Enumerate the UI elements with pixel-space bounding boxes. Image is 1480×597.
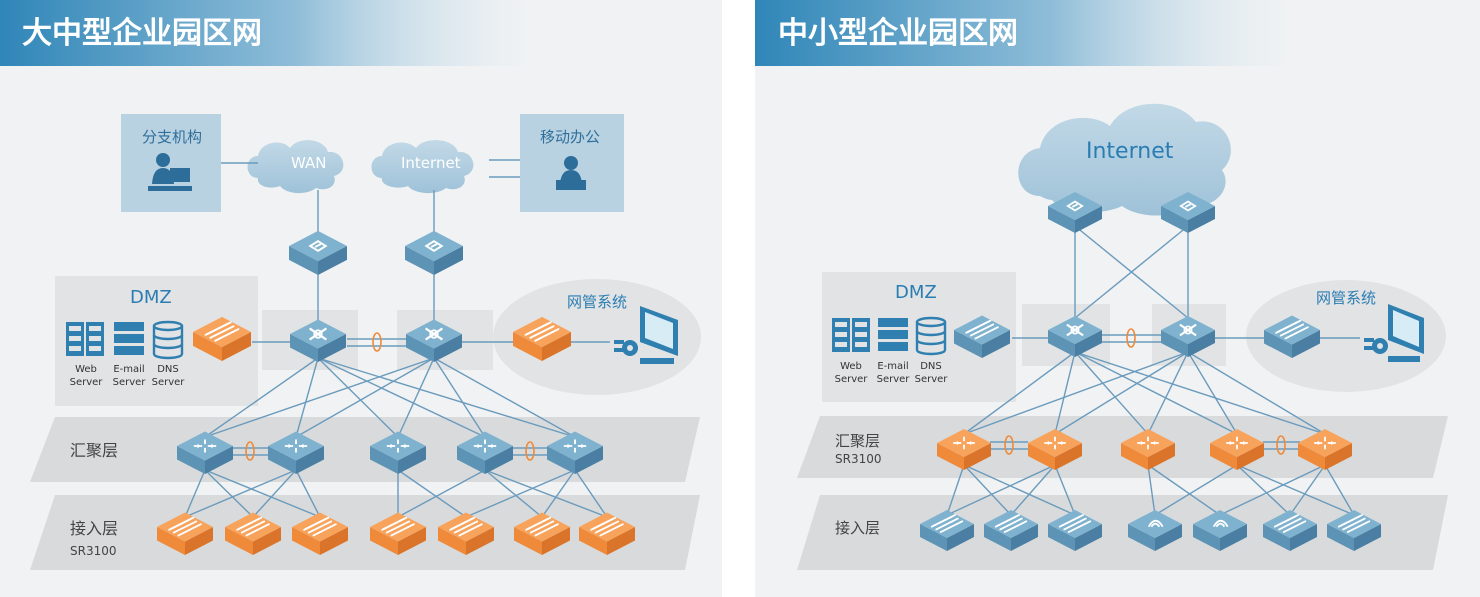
access-switch-right-4 (1263, 509, 1317, 551)
access-ap-right-1 (1128, 509, 1182, 551)
core-switch-right-1 (1048, 315, 1102, 357)
web-server-icon (832, 318, 870, 352)
access-switch-right-3 (1048, 509, 1102, 551)
agg-switch-left-5 (547, 431, 603, 474)
core-switch-right-2 (1161, 315, 1215, 357)
access-switch-left-5 (438, 512, 494, 555)
left-access-model: SR3100 (70, 544, 117, 558)
wan-cloud: WAN (247, 140, 344, 194)
lag-ring (1004, 435, 1014, 455)
agg-switch-right-3 (1121, 428, 1175, 470)
access-switch-left-3 (292, 512, 348, 555)
web-server-label-2: Server (70, 377, 104, 388)
left-dmz-label: DMZ (130, 287, 172, 308)
right-dmz-label: DMZ (895, 282, 937, 303)
access-switch-left-6 (514, 512, 570, 555)
internet-router-right-1 (1048, 191, 1102, 233)
email-server-label-2: Server (877, 374, 911, 385)
dns-server-label-1: DNS (157, 364, 179, 375)
right-agg-label: 汇聚层 (835, 432, 880, 450)
left-access-label: 接入层 (70, 519, 118, 538)
wan-label: WAN (291, 154, 327, 172)
left-diagram: 汇聚层 接入层 SR3100 DMZ 网管系统 分支机构 移动办公 (30, 114, 701, 570)
web-server-label-1: Web (75, 364, 97, 375)
access-ap-right-2 (1193, 509, 1247, 551)
email-server-label-1: E-mail (877, 361, 908, 372)
mobile-office-label: 移动办公 (540, 128, 600, 146)
left-links (184, 159, 610, 518)
right-title: 中小型企业园区网 (778, 16, 1018, 51)
left-nms-label: 网管系统 (567, 293, 627, 311)
right-title-bar (755, 0, 1297, 66)
access-switch-right-2 (984, 509, 1038, 551)
access-switch-right-1 (920, 509, 974, 551)
agg-switch-right-1 (937, 428, 991, 470)
right-nms-label: 网管系统 (1316, 289, 1376, 307)
access-switch-left-4 (370, 512, 426, 555)
left-agg-label: 汇聚层 (70, 441, 118, 460)
email-server-icon (878, 318, 908, 351)
nms-monitor-icon (1364, 304, 1424, 362)
dns-server-label-2: Server (152, 377, 186, 388)
internet-label-right: Internet (1086, 139, 1174, 164)
email-server-label-2: Server (113, 377, 147, 388)
agg-switch-left-3 (370, 431, 426, 474)
web-server-icon (66, 322, 104, 356)
right-links (946, 225, 1360, 516)
dns-server-label-1: DNS (920, 361, 942, 372)
mobile-user-icon (556, 156, 586, 190)
agg-switch-right-2 (1028, 428, 1082, 470)
nms-switch-right (1264, 315, 1320, 358)
left-nms-ellipse (493, 279, 701, 395)
left-title-bar (0, 0, 539, 66)
lag-ring (1126, 328, 1136, 348)
branch-user-icon (148, 153, 192, 191)
email-server-icon (114, 322, 144, 355)
branch-office-label: 分支机构 (142, 128, 202, 146)
device-layer (157, 191, 1381, 555)
internet-cloud-left: Internet (371, 140, 474, 194)
internet-router-left (405, 230, 463, 275)
lag-ring (1276, 435, 1286, 455)
agg-switch-left-1 (177, 431, 233, 474)
lag-ring (525, 441, 535, 461)
nms-monitor-icon (614, 306, 678, 364)
web-server-label-1: Web (840, 361, 862, 372)
dns-server-icon (152, 320, 184, 360)
email-server-label-1: E-mail (113, 364, 144, 375)
agg-switch-right-5 (1298, 428, 1352, 470)
internet-router-right-2 (1161, 191, 1215, 233)
left-access-band (30, 495, 700, 570)
core-switch-left-2 (406, 319, 462, 362)
access-switch-left-1 (157, 512, 213, 555)
lag-ring (245, 441, 255, 461)
access-switch-left-7 (579, 512, 635, 555)
wan-router-left (289, 230, 347, 275)
dns-server-icon (915, 316, 947, 356)
dmz-firewall-left (193, 316, 251, 361)
lag-ring (372, 332, 382, 352)
right-agg-model: SR3100 (835, 452, 882, 466)
right-access-label: 接入层 (835, 519, 880, 537)
agg-switch-left-4 (457, 431, 513, 474)
internet-label-left: Internet (401, 154, 461, 172)
core-switch-left-1 (290, 319, 346, 362)
internet-cloud-right: Internet (1018, 103, 1231, 216)
access-switch-right-5 (1327, 509, 1381, 551)
dns-server-label-2: Server (915, 374, 949, 385)
branch-office-box (121, 114, 221, 212)
left-title: 大中型企业园区网 (22, 16, 262, 51)
agg-switch-left-2 (268, 431, 324, 474)
access-switch-left-2 (225, 512, 281, 555)
web-server-label-2: Server (835, 374, 869, 385)
agg-switch-right-4 (1210, 428, 1264, 470)
dmz-switch-right (954, 315, 1010, 358)
nms-switch-left (513, 316, 571, 361)
